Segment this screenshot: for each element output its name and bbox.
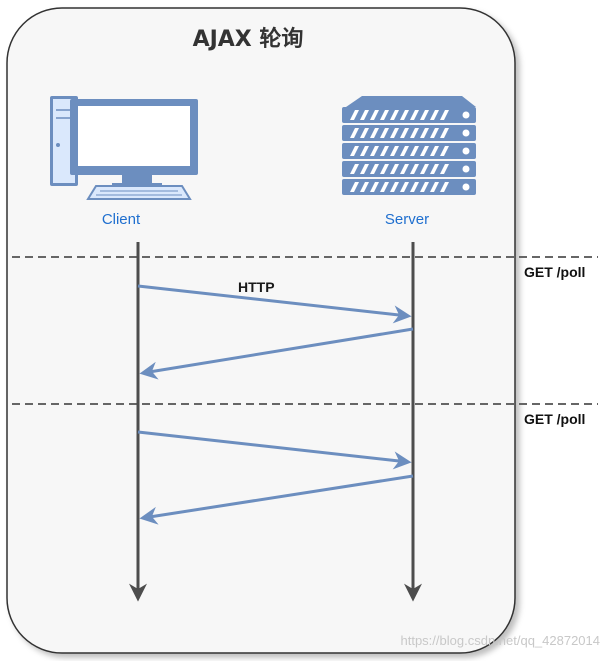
request-arrow-1-label: HTTP [238, 279, 275, 295]
server-unit [342, 125, 476, 141]
watermark: https://blog.csdn.net/qq_42872014 [401, 633, 601, 648]
client-label: Client [102, 211, 141, 228]
request-arrow-1 [137, 284, 412, 324]
diagram-title: AJAX 轮询 [193, 26, 304, 52]
request-arrow-2 [137, 430, 412, 470]
server-unit [342, 107, 476, 123]
server-unit [342, 161, 476, 177]
server-unit [342, 143, 476, 159]
poll-label-2: GET /poll [524, 411, 585, 427]
poll-label-1: GET /poll [524, 264, 585, 280]
desktop-computer-icon [50, 96, 198, 200]
server-label: Server [385, 211, 429, 228]
response-arrow-1 [139, 327, 414, 380]
server-unit [342, 179, 476, 195]
response-arrow-2 [139, 474, 414, 525]
server-rack-icon [342, 96, 476, 195]
